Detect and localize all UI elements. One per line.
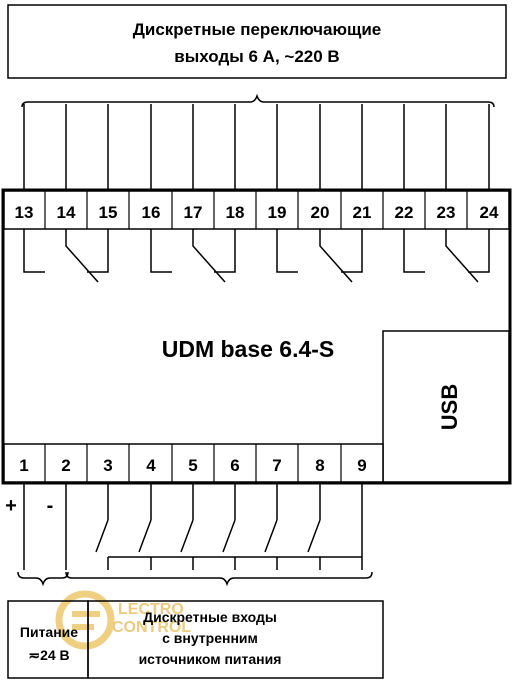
terminal-19: 19 [268, 203, 287, 222]
terminal-14: 14 [57, 203, 76, 222]
terminal-4: 4 [146, 456, 156, 475]
terminal-20: 20 [311, 203, 330, 222]
device-name: UDM base 6.4-S [162, 336, 335, 362]
terminal-21: 21 [353, 203, 372, 222]
inputs-label-box: Дискретные входы с внутренним источником… [87, 600, 384, 679]
power-wires [23, 482, 67, 570]
power-label-line1: Питание [20, 624, 78, 640]
inputs-brace [65, 571, 373, 587]
minus-mark: - [47, 495, 54, 517]
terminal-16: 16 [142, 203, 161, 222]
terminal-1: 1 [19, 456, 28, 475]
top-wires [23, 104, 490, 190]
terminal-22: 22 [395, 203, 414, 222]
watermark-logo: LECTRO CONTROL [55, 590, 191, 650]
inputs-label-line2: с внутренним [162, 630, 258, 646]
terminal-13: 13 [15, 203, 34, 222]
top-terminal-strip: 13 14 15 16 17 18 19 20 21 22 23 24 [3, 190, 510, 230]
top-label-line1: Дискретные переключающие [133, 20, 381, 39]
terminal-18: 18 [226, 203, 245, 222]
top-label-box: Дискретные переключающие выходы 6 А, ~22… [7, 4, 507, 79]
inputs-label-line1: Дискретные входы [143, 609, 277, 625]
usb-label: USB [437, 384, 462, 430]
top-label-line2: выходы 6 А, ~220 В [174, 47, 339, 66]
terminal-15: 15 [99, 203, 118, 222]
terminal-9: 9 [357, 456, 366, 475]
terminal-8: 8 [315, 456, 324, 475]
watermark-line1: LECTRO [118, 601, 184, 618]
watermark-line2: CONTROL [112, 619, 191, 636]
power-label-line2: ≂24 В [28, 647, 69, 663]
plus-mark: + [5, 495, 17, 517]
power-brace [17, 571, 69, 587]
terminal-7: 7 [272, 456, 281, 475]
inputs-label-line3: источником питания [139, 651, 282, 667]
top-brace [21, 93, 495, 108]
usb-port: USB [382, 330, 510, 483]
terminal-23: 23 [437, 203, 456, 222]
input-contacts [95, 482, 363, 570]
power-label-box: Питание ≂24 В [7, 600, 89, 679]
terminal-6: 6 [230, 456, 239, 475]
terminal-5: 5 [188, 456, 197, 475]
terminal-24: 24 [480, 203, 499, 222]
relay-contacts [23, 229, 490, 283]
terminal-17: 17 [184, 203, 203, 222]
terminal-2: 2 [61, 456, 70, 475]
bottom-terminal-strip: 1 2 3 4 5 6 7 8 9 [3, 443, 384, 483]
terminal-3: 3 [103, 456, 112, 475]
